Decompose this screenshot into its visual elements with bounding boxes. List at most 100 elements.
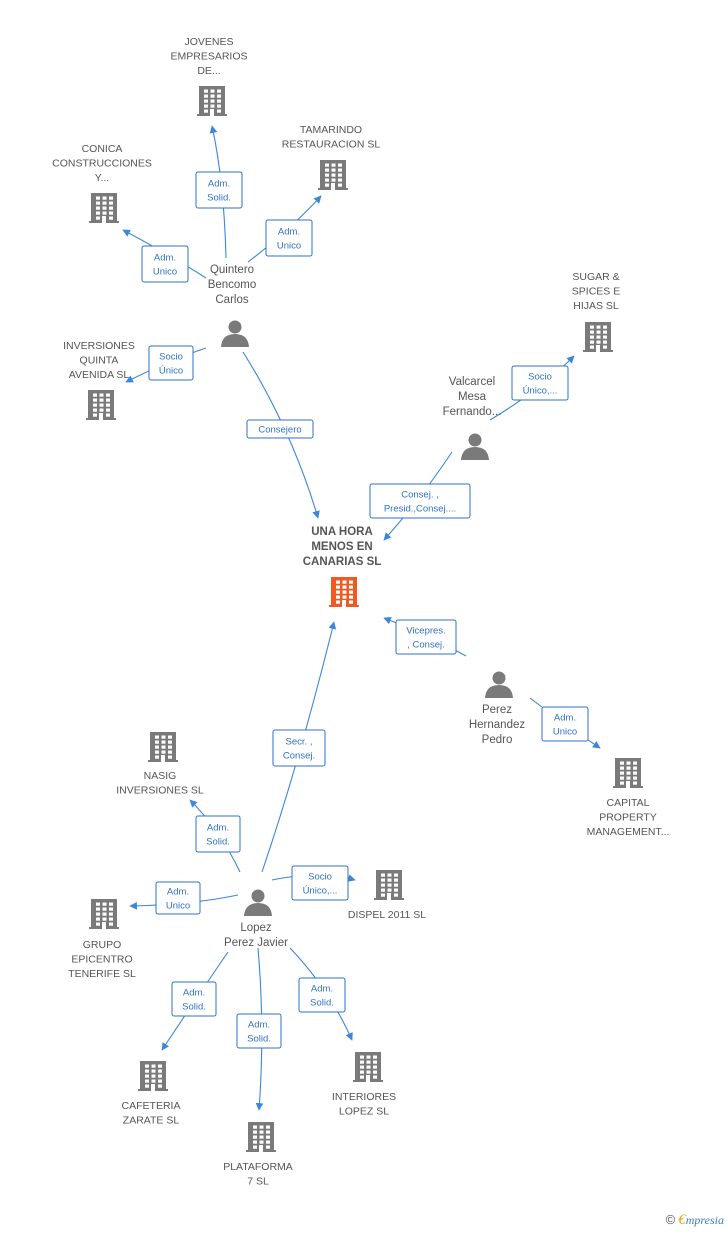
- building-icon: [353, 1052, 383, 1082]
- edge-label-line: , Consej.: [407, 640, 445, 651]
- edge-label-line: Solid.: [182, 1002, 206, 1013]
- node-cafeteria[interactable]: CAFETERIA ZARATE SL: [122, 1061, 181, 1127]
- edge-label-lopez-to-dispel[interactable]: SocioÚnico,...: [291, 865, 349, 901]
- edge-label-quintero-to-jovenes[interactable]: Adm.Solid.: [195, 171, 243, 209]
- node-label-line: SPICES E: [572, 286, 620, 298]
- node-label-line: Bencomo: [208, 279, 257, 291]
- edge-label-line: Unico: [166, 901, 190, 912]
- node-label-line: Perez Javier: [224, 937, 288, 949]
- edge-label-quintero-to-center[interactable]: Consejero: [246, 419, 314, 439]
- edge-label-valcarcel-to-center[interactable]: Consej. ,Presid.,Consej....: [369, 483, 471, 519]
- edge-label-box: [141, 245, 189, 283]
- node-label-line: Perez: [482, 704, 512, 716]
- node-jovenes[interactable]: JOVENESEMPRESARIOSDE...: [170, 36, 248, 116]
- person-icon: [485, 671, 513, 698]
- node-label-line: Pedro: [482, 734, 513, 746]
- node-label-line: UNA HORA: [311, 526, 373, 538]
- person-icon: [221, 320, 249, 347]
- edge-label-lopez-to-nasig[interactable]: Adm.Solid.: [195, 815, 241, 853]
- edge-label-line: Socio: [308, 872, 332, 883]
- edge-label-line: Único,...: [303, 886, 338, 897]
- node-label-line: CANARIAS SL: [303, 556, 382, 568]
- node-center[interactable]: UNA HORA MENOS EN CANARIAS SL: [303, 526, 382, 607]
- edge-label-line: Consej.: [283, 751, 315, 762]
- node-label-line: DE...: [197, 65, 220, 77]
- edge-label-lopez-to-grupo[interactable]: Adm.Unico: [155, 881, 201, 915]
- person-icon: [244, 889, 272, 916]
- node-label-line: CAFETERIA: [122, 1100, 181, 1112]
- node-label-line: INTERIORES: [332, 1091, 396, 1103]
- edge-label-box: [298, 977, 346, 1013]
- edge-label-box: [195, 171, 243, 209]
- node-label-line: CONICA: [82, 143, 123, 155]
- node-label-line: SUGAR &: [572, 271, 619, 283]
- building-icon: [583, 322, 613, 352]
- node-label-line: NASIG: [144, 770, 177, 782]
- node-label-line: Carlos: [215, 294, 248, 306]
- edge-label-line: Unico: [153, 267, 177, 278]
- edge-label-perez-to-center[interactable]: Vicepres. , Consej.: [395, 619, 457, 655]
- edge-label-quintero-to-conica[interactable]: Adm. Unico: [141, 245, 189, 283]
- edge-label-line: Solid.: [247, 1034, 271, 1045]
- node-label-line: JOVENES: [184, 36, 233, 48]
- edge-label-lopez-to-cafeteria[interactable]: Adm. Solid.: [171, 981, 217, 1017]
- edge-label-line: Vicepres.: [406, 626, 445, 637]
- node-valcarcel[interactable]: ValcarcelMesaFernando...: [443, 376, 502, 460]
- edge-label-box: [511, 365, 569, 401]
- node-label-line: GRUPO: [83, 939, 122, 951]
- footer-brand[interactable]: ©€mpresia: [666, 1212, 724, 1229]
- node-label-line: MANAGEMENT...: [587, 826, 670, 838]
- edge-label-box: [171, 981, 217, 1017]
- edge-label-line: Unico: [277, 241, 301, 252]
- node-capital[interactable]: CAPITALPROPERTYMANAGEMENT...: [587, 758, 670, 838]
- copyright-symbol: ©: [665, 1212, 676, 1227]
- person-icon: [461, 433, 489, 460]
- node-label-line: ZARATE SL: [123, 1115, 180, 1127]
- edge-label-lopez-to-center[interactable]: Secr. ,Consej.: [272, 729, 326, 767]
- edge-label-line: Adm.: [154, 253, 176, 264]
- edge-label-box: [246, 419, 314, 439]
- building-icon: [246, 1122, 276, 1152]
- building-icon: [374, 870, 404, 900]
- node-dispel[interactable]: DISPEL 2011 SL: [348, 870, 426, 921]
- edge-label-lopez-to-plataforma[interactable]: Adm. Solid.: [236, 1013, 282, 1049]
- edge-label-line: Solid.: [206, 837, 230, 848]
- edge-label-perez-to-capital[interactable]: Adm.Unico: [541, 706, 589, 742]
- building-icon: [613, 758, 643, 788]
- edge-label-line: Solid.: [310, 998, 334, 1009]
- edge-label-line: Socio: [528, 372, 552, 383]
- edge-label-valcarcel-to-sugar[interactable]: SocioÚnico,...: [511, 365, 569, 401]
- node-label-line: QUINTA: [80, 355, 119, 367]
- node-label-line: Fernando...: [443, 406, 502, 418]
- building-icon: [197, 86, 227, 116]
- node-label-line: Mesa: [458, 391, 487, 403]
- edge-label-line: Presid.,Consej....: [384, 504, 456, 515]
- node-label-line: MENOS EN: [311, 541, 372, 553]
- edge-label-line: Único: [159, 366, 183, 377]
- node-label-line: Hernandez: [469, 719, 526, 731]
- edge-label-box: [236, 1013, 282, 1049]
- edge-label-box: [195, 815, 241, 853]
- node-label-line: 7 SL: [247, 1176, 269, 1188]
- edge-label-line: Solid.: [207, 193, 231, 204]
- edge-label-line: Adm.: [183, 988, 205, 999]
- edge-label-line: Adm.: [248, 1020, 270, 1031]
- edge-label-box: [265, 219, 313, 257]
- node-label-line: Lopez: [240, 922, 272, 934]
- edge-label-line: Adm.: [311, 984, 333, 995]
- edge-label-quintero-to-tamarindo[interactable]: Adm.Unico: [265, 219, 313, 257]
- building-icon: [318, 160, 348, 190]
- edge-label-lopez-to-interiores[interactable]: Adm. Solid.: [298, 977, 346, 1013]
- node-conica[interactable]: CONICACONSTRUCCIONESY...: [52, 143, 152, 223]
